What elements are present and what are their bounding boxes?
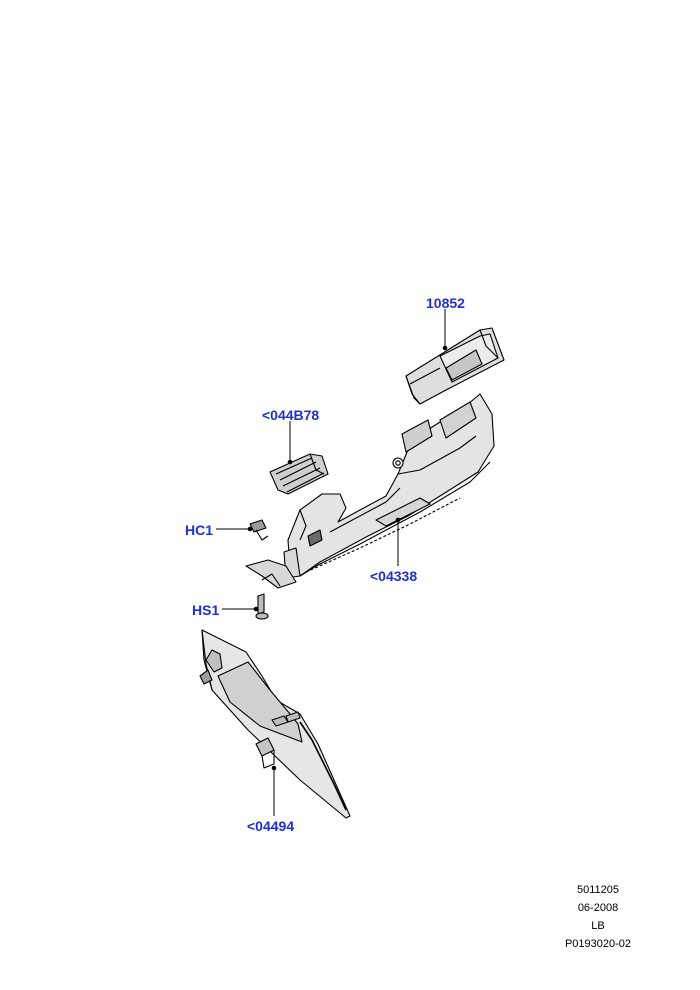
leader-line-04338	[395, 517, 401, 566]
part-10852-trim-bezel[interactable]	[405, 327, 505, 405]
meta-date: 06-2008	[577, 902, 619, 914]
callout-hs1[interactable]: HS1	[192, 602, 220, 618]
callout-04494[interactable]: <04494	[247, 818, 295, 834]
illustration-metadata: 5011205 06-2008 LB P0193020-02	[548, 881, 648, 953]
leader-line-10852	[442, 309, 448, 351]
callout-hc1[interactable]: HC1	[185, 522, 214, 538]
leader-line-044b78	[287, 421, 293, 465]
callout-04338[interactable]: <04338	[370, 568, 418, 584]
part-04338-lower-dash-panel[interactable]	[245, 393, 495, 589]
leader-line-hs1	[222, 606, 259, 612]
part-hc1-clip[interactable]	[249, 519, 269, 541]
part-hs1-screw[interactable]	[255, 593, 269, 620]
leader-line-hc1	[216, 526, 253, 532]
part-04494-side-trim-panel[interactable]	[199, 629, 351, 819]
meta-region: LB	[591, 920, 605, 932]
leader-line-04494	[271, 765, 277, 816]
callout-10852[interactable]: 10852	[426, 295, 465, 311]
meta-illustration-id: P0193020-02	[564, 938, 632, 950]
meta-code: 5011205	[576, 884, 619, 896]
part-044b78-vent-grille[interactable]	[269, 453, 329, 495]
callout-044b78[interactable]: <044B78	[262, 407, 320, 423]
